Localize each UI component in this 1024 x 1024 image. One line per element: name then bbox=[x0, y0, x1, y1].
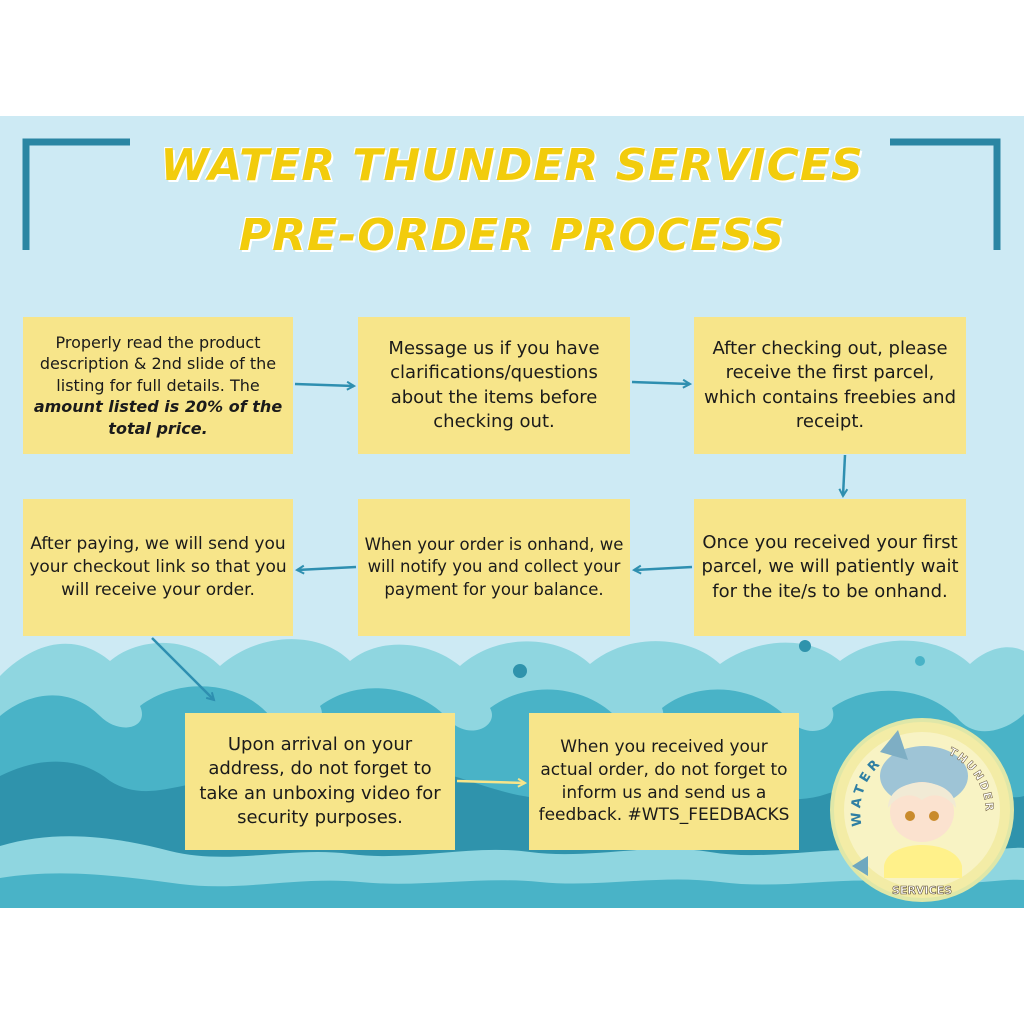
shark-fin-icon bbox=[880, 730, 908, 760]
shark-tail-icon bbox=[852, 856, 868, 876]
step-2-text: Message us if you have clarifications/qu… bbox=[388, 337, 600, 432]
step-6-box: After paying, we will send you your chec… bbox=[23, 499, 293, 636]
chibi-eye-left-icon bbox=[905, 811, 915, 821]
step-8-text: When you received your actual order, do … bbox=[538, 736, 790, 826]
step-8-box: When you received your actual order, do … bbox=[529, 713, 799, 850]
step-3-text: After checking out, please receive the f… bbox=[703, 337, 957, 432]
poster-title-line-2: PRE-ORDER PROCESS bbox=[238, 210, 786, 261]
bottom-wave bbox=[0, 873, 1024, 908]
chibi-face-icon bbox=[890, 782, 954, 842]
pre-order-process-poster: WATER THUNDER SERVICES PRE-ORDER PROCESS… bbox=[0, 116, 1024, 908]
step-6-text: After paying, we will send you your chec… bbox=[29, 534, 287, 600]
step-3-box: After checking out, please receive the f… bbox=[694, 317, 966, 454]
water-droplet bbox=[915, 656, 925, 666]
step-5-text: When your order is onhand, we will notif… bbox=[364, 535, 624, 599]
water-droplet bbox=[799, 640, 811, 652]
badge-bottom-word: SERVICES bbox=[892, 884, 952, 897]
step-1-box: Properly read the product description & … bbox=[23, 317, 293, 454]
step-1-text: Properly read the product description & … bbox=[39, 332, 277, 395]
step-4-box: Once you received your first parcel, we … bbox=[694, 499, 966, 636]
step-5-box: When your order is onhand, we will notif… bbox=[358, 499, 630, 636]
chibi-hair-icon bbox=[888, 782, 956, 808]
step-7-box: Upon arrival on your address, do not for… bbox=[185, 713, 455, 850]
step-4-text: Once you received your first parcel, we … bbox=[701, 532, 959, 602]
step-7-text: Upon arrival on your address, do not for… bbox=[199, 733, 441, 828]
water-thunder-services-badge: WATER THUNDER SERVICES bbox=[830, 718, 1014, 902]
chibi-eye-right-icon bbox=[929, 811, 939, 821]
chibi-hoodie-icon bbox=[884, 845, 962, 878]
water-droplet bbox=[513, 664, 527, 678]
step-1-emphasis: amount listed is 20% of the total price. bbox=[33, 397, 283, 438]
poster-title-line-1: WATER THUNDER SERVICES bbox=[160, 140, 864, 191]
step-2-box: Message us if you have clarifications/qu… bbox=[358, 317, 630, 454]
